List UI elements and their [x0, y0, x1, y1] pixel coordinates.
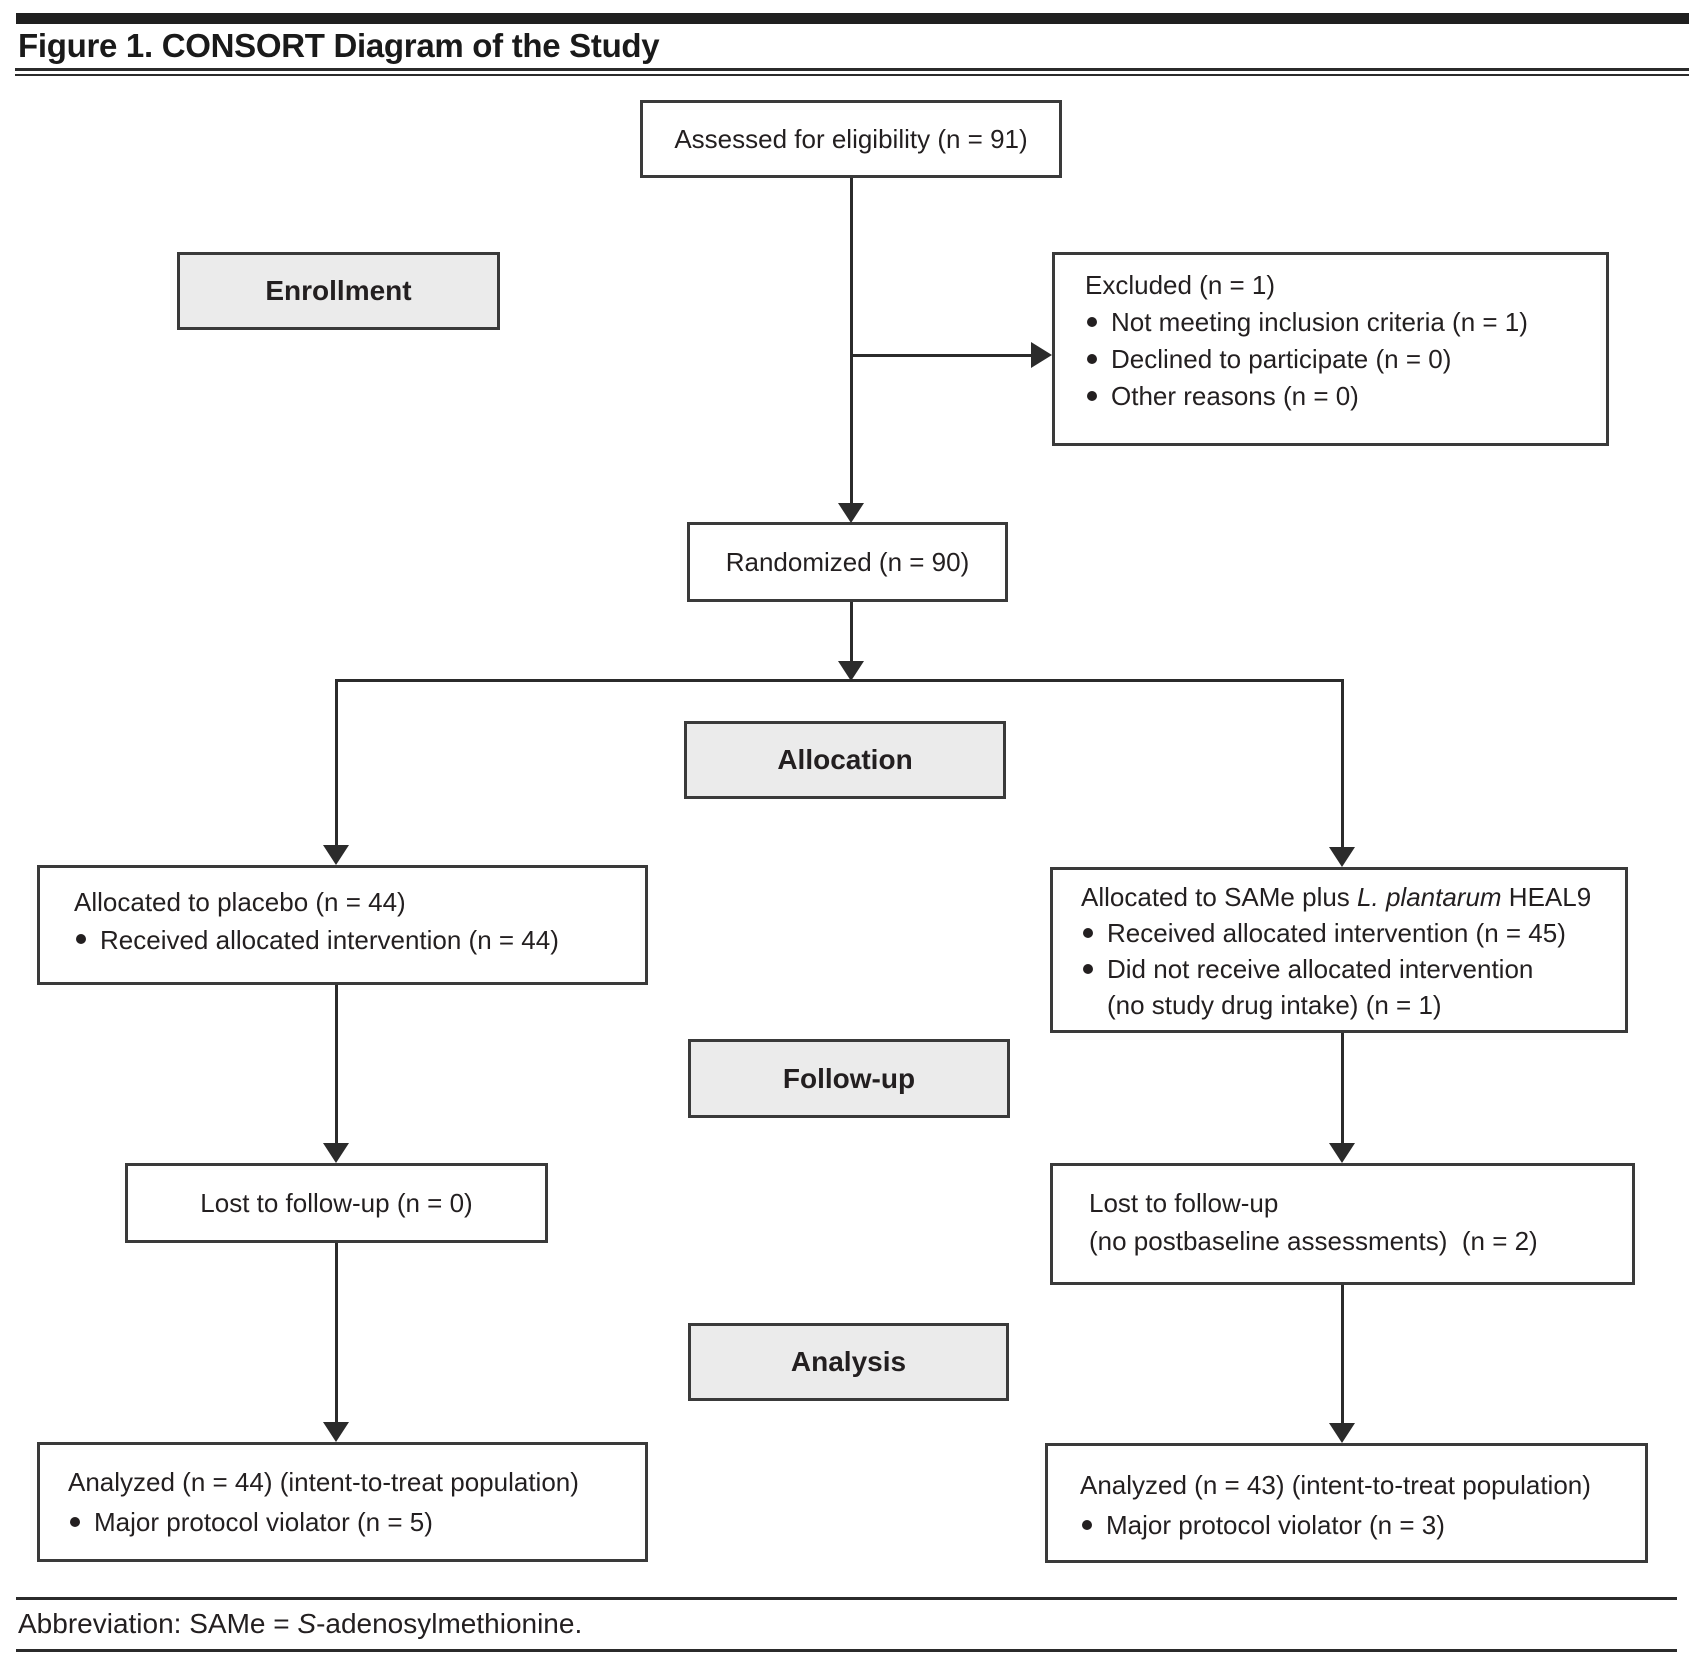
node-lost-right-line2: (no postbaseline assessments) (n = 2)	[1089, 1226, 1538, 1256]
footnote-rule-top	[16, 1597, 1677, 1600]
analyzed-right-bullet-1-text: Major protocol violator (n = 3)	[1106, 1510, 1445, 1540]
alloc-right-title-italic: L. plantarum	[1357, 882, 1502, 912]
alloc-right-bullet-2-line2: (no study drug intake) (n = 1)	[1107, 990, 1442, 1020]
connector-alloc-lost-right	[1341, 1033, 1344, 1144]
node-randomized-text: Randomized (n = 90)	[725, 546, 970, 577]
arrowhead-alloc-left	[323, 845, 349, 865]
analyzed-right-bullet-1: Major protocol violator (n = 3)	[1080, 1505, 1637, 1545]
stage-label-analysis: Analysis	[688, 1323, 1009, 1401]
alloc-right-bullet-2: Did not receive allocated intervention (…	[1081, 951, 1617, 1023]
connector-excluded	[851, 354, 1031, 357]
footnote-post: -adenosylmethionine.	[316, 1608, 583, 1639]
analyzed-left-bullet-1: Major protocol violator (n = 5)	[68, 1502, 637, 1542]
arrowhead-lost-left	[323, 1143, 349, 1163]
arrowhead-lost-right	[1329, 1143, 1355, 1163]
bullet-icon	[1087, 391, 1097, 401]
stage-label-analysis-text: Analysis	[790, 1346, 907, 1377]
node-allocated-same: Allocated to SAMe plus L. plantarum HEAL…	[1050, 867, 1628, 1033]
node-lost-right: Lost to follow-up (no postbaseline asses…	[1050, 1163, 1635, 1285]
node-assessed-text: Assessed for eligibility (n = 91)	[674, 123, 1028, 154]
stage-label-allocation: Allocation	[684, 721, 1006, 799]
alloc-right-title: Allocated to SAMe plus L. plantarum HEAL…	[1081, 879, 1617, 915]
connector-assessed-randomized	[850, 178, 853, 503]
analyzed-left-bullet-1-text: Major protocol violator (n = 5)	[94, 1507, 433, 1537]
excluded-bullet-2: Declined to participate (n = 0)	[1085, 341, 1592, 378]
title-underline-thin	[15, 74, 1689, 76]
arrowhead-excluded	[1031, 342, 1052, 368]
bullet-icon	[1087, 354, 1097, 364]
alloc-right-bullet-1-text: Received allocated intervention (n = 45)	[1107, 918, 1566, 948]
top-rule-bar	[16, 13, 1689, 24]
alloc-right-title-pre: Allocated to SAMe plus	[1081, 882, 1358, 912]
alloc-right-title-post: HEAL9	[1501, 882, 1592, 912]
arrowhead-alloc-right	[1329, 847, 1355, 867]
arrowhead-randomized	[838, 503, 864, 523]
stage-label-followup-text: Follow-up	[782, 1062, 916, 1094]
excluded-bullet-1-text: Not meeting inclusion criteria (n = 1)	[1111, 307, 1528, 337]
connector-branch-horizontal	[335, 679, 1344, 682]
arrowhead-analyzed-left	[323, 1422, 349, 1442]
alloc-right-bullet-1: Received allocated intervention (n = 45)	[1081, 915, 1617, 951]
footnote-text: Abbreviation: SAMe = S-adenosylmethionin…	[18, 1608, 582, 1640]
arrowhead-branch	[838, 661, 864, 681]
alloc-left-title: Allocated to placebo (n = 44)	[74, 887, 406, 917]
node-lost-right-line1: Lost to follow-up	[1089, 1188, 1279, 1218]
title-underline-thick	[15, 68, 1689, 71]
excluded-bullet-3-text: Other reasons (n = 0)	[1111, 381, 1359, 411]
connector-lost-analyzed-right	[1341, 1285, 1344, 1424]
bullet-icon	[76, 934, 86, 944]
node-lost-left-text: Lost to follow-up (n = 0)	[200, 1187, 473, 1218]
bullet-icon	[1083, 964, 1093, 974]
analyzed-right-title: Analyzed (n = 43) (intent-to-treat popul…	[1080, 1470, 1591, 1500]
node-allocated-placebo: Allocated to placebo (n = 44) Received a…	[37, 865, 648, 985]
node-analyzed-left: Analyzed (n = 44) (intent-to-treat popul…	[37, 1442, 648, 1562]
node-randomized: Randomized (n = 90)	[687, 522, 1008, 602]
node-excluded: Excluded (n = 1) Not meeting inclusion c…	[1052, 252, 1609, 446]
bullet-icon	[1083, 928, 1093, 938]
excluded-bullet-1: Not meeting inclusion criteria (n = 1)	[1085, 304, 1592, 341]
connector-alloc-lost-left	[335, 985, 338, 1144]
bullet-icon	[70, 1517, 80, 1527]
footnote-pre: Abbreviation: SAMe =	[18, 1608, 298, 1639]
stage-label-followup: Follow-up	[688, 1039, 1010, 1118]
analyzed-left-title: Analyzed (n = 44) (intent-to-treat popul…	[68, 1467, 579, 1497]
bullet-icon	[1087, 317, 1097, 327]
alloc-right-bullet-2-line1: Did not receive allocated intervention	[1107, 954, 1534, 984]
stage-label-enrollment: Enrollment	[177, 252, 500, 330]
footnote-italic: S	[297, 1608, 317, 1639]
connector-randomized-branch	[850, 602, 853, 662]
arrowhead-analyzed-right	[1329, 1423, 1355, 1443]
alloc-right-bullet-2-text: Did not receive allocated intervention (…	[1107, 951, 1533, 1023]
stage-label-enrollment-text: Enrollment	[265, 275, 412, 306]
excluded-bullet-2-text: Declined to participate (n = 0)	[1111, 344, 1452, 374]
node-assessed: Assessed for eligibility (n = 91)	[640, 100, 1062, 178]
alloc-left-bullet-1-text: Received allocated intervention (n = 44)	[100, 925, 559, 955]
excluded-title: Excluded (n = 1)	[1085, 270, 1276, 300]
figure-title: Figure 1. CONSORT Diagram of the Study	[18, 27, 660, 64]
node-analyzed-right: Analyzed (n = 43) (intent-to-treat popul…	[1045, 1443, 1648, 1563]
footnote-rule-bottom	[16, 1649, 1677, 1652]
alloc-left-bullet-1: Received allocated intervention (n = 44)	[74, 921, 635, 959]
connector-branch-alloc-left	[335, 679, 338, 846]
stage-label-allocation-text: Allocation	[777, 744, 913, 775]
connector-lost-analyzed-left	[335, 1243, 338, 1423]
bullet-icon	[1082, 1520, 1092, 1530]
node-lost-left: Lost to follow-up (n = 0)	[125, 1163, 548, 1243]
excluded-bullet-3: Other reasons (n = 0)	[1085, 378, 1592, 415]
connector-branch-alloc-right	[1341, 679, 1344, 848]
